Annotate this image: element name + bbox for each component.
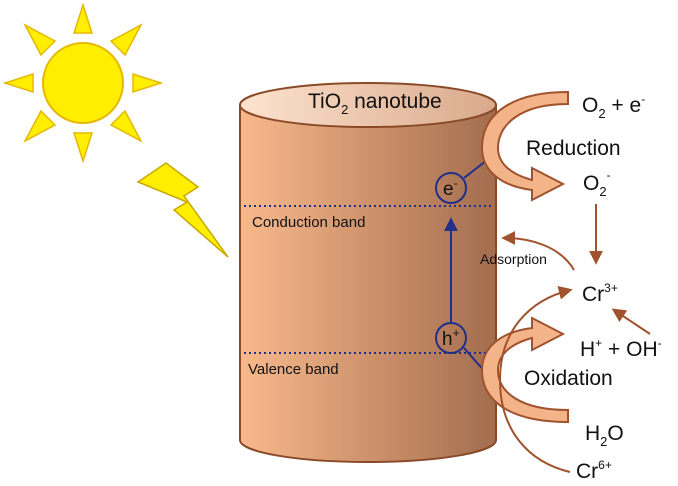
- oxidation-curved-arrow: [480, 316, 569, 424]
- tio2-nanotube: [239, 82, 497, 463]
- cr6-label: Cr6+: [576, 458, 612, 483]
- superoxide-label: O2-: [583, 168, 611, 199]
- svg-text:e-: e-: [443, 176, 458, 200]
- water-label: H2O: [585, 422, 624, 449]
- sun-icon: [2, 2, 164, 164]
- valence-band-label: Valence band: [248, 361, 339, 378]
- reduction-curved-arrow: [480, 90, 569, 202]
- oxidation-pathway-arrow: [498, 285, 573, 473]
- oxidation-label: Oxidation: [524, 367, 613, 390]
- hydroxide-to-cr3-arrow: [611, 308, 651, 335]
- lightning-bolt-icon: [136, 162, 229, 258]
- electron-symbol: e-: [435, 172, 467, 204]
- cr3-label: Cr3+: [582, 281, 618, 306]
- o2-plus-electron-label: O2 + e-: [582, 92, 645, 121]
- tube-title: TiO2 nanotube: [308, 90, 442, 117]
- adsorption-arrow: [501, 231, 575, 271]
- h-plus-oh-minus-label: H+ + OH-: [580, 336, 662, 361]
- svg-text:h+: h+: [442, 326, 460, 350]
- adsorption-label: Adsorption: [480, 251, 547, 267]
- conduction-band-label: Conduction band: [252, 214, 365, 231]
- reduction-label: Reduction: [526, 137, 621, 160]
- hole-symbol: h+: [435, 322, 467, 354]
